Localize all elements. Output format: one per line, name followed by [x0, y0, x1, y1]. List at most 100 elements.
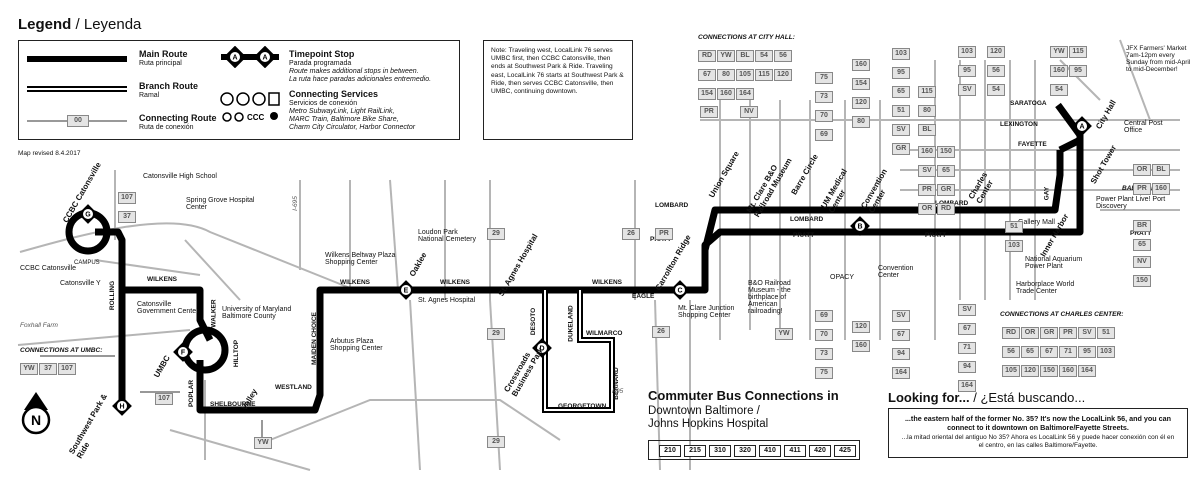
- city-hall-connections-title: CONNECTIONS AT CITY HALL:: [698, 34, 795, 41]
- place-bo-museum: B&O Railroad Museum - the birthplace of …: [748, 280, 791, 315]
- route-box: 51: [1097, 327, 1115, 339]
- street-rolling: ROLLING: [109, 280, 117, 311]
- caton-connection: 29: [487, 222, 506, 241]
- commuter-route: 320: [734, 445, 756, 457]
- route-box: 103: [1097, 346, 1115, 358]
- place-umbc-university: University of Maryland Baltimore County: [222, 306, 292, 320]
- route-box: 160: [717, 88, 735, 100]
- route-box: 94: [958, 361, 976, 373]
- place-central-post: Central Post Office: [1124, 120, 1163, 134]
- commuter-route: 215: [684, 445, 706, 457]
- timepoint-G: G: [85, 212, 91, 219]
- commuter-subtitle: Downtown Baltimore /Johns Hopkins Hospit…: [648, 405, 768, 431]
- route-box: RD: [1002, 327, 1020, 339]
- street-pratt-3: PRATT: [925, 232, 947, 239]
- connecting-roads: [17, 39, 1180, 471]
- place-jfx-market: JFX Farmers' Market 7am-12pm every Sunda…: [1126, 45, 1191, 73]
- route-box: 150: [1133, 275, 1151, 287]
- bottom-charles-connections: SV6794164: [892, 304, 910, 380]
- route-box: 95: [892, 67, 910, 79]
- route-box: 54: [987, 84, 1005, 96]
- route-box: 65: [1021, 346, 1039, 358]
- place-arbutus-plaza: Arbutus Plaza Shopping Center: [330, 338, 383, 352]
- commuter-route: 310: [709, 445, 731, 457]
- place-spring-grove: Spring Grove Hospital Center: [186, 197, 255, 211]
- route-box: 103: [892, 48, 910, 60]
- svg-text:N: N: [31, 412, 41, 428]
- bottom-howard-connections: 120160: [852, 315, 870, 353]
- commuter-route: 425: [834, 445, 856, 457]
- route-box: BL: [736, 50, 754, 62]
- place-harborplace: Harborplace World Trade Center: [1016, 281, 1075, 295]
- route-box: GR: [937, 184, 955, 196]
- route-box: PR: [700, 106, 718, 118]
- street-pratt-4: PRATT: [1130, 230, 1152, 237]
- looking-for-text-es: ...la mitad oriental del antiguo No 35? …: [901, 434, 1175, 449]
- route-box: YW: [254, 437, 272, 449]
- paca-connections: 16015412080: [852, 53, 870, 129]
- route-box: BR: [1133, 220, 1151, 232]
- timepoint-note: Route makes additional stops in between.: [289, 68, 419, 75]
- main-route-swatch: [27, 56, 127, 62]
- road-i695: I-695: [291, 196, 299, 211]
- connecting-services-label-es: Servicios de conexión: [289, 100, 358, 107]
- route-box: 103: [958, 46, 976, 58]
- svg-text:A: A: [232, 55, 237, 62]
- route-box: 73: [815, 91, 833, 103]
- route-box: 107: [155, 393, 173, 405]
- route-box: 65: [937, 165, 955, 177]
- mlk-connections: 75737069: [815, 66, 833, 142]
- route-box: 120: [987, 46, 1005, 58]
- route-box: 105: [736, 69, 754, 81]
- route-box: 164: [958, 380, 976, 392]
- timepoint-H: H: [119, 404, 124, 411]
- place-convention-center: Convention Center: [878, 265, 914, 279]
- route-box: 115: [918, 86, 936, 98]
- route-box: 56: [1002, 346, 1020, 358]
- route-box: 115: [1069, 46, 1087, 58]
- charles-lower-connections: 51103: [1005, 215, 1023, 253]
- route-box: 160: [852, 59, 870, 71]
- main-route-label: Main Route: [139, 49, 188, 59]
- timepoint-C: C: [677, 288, 682, 295]
- main-route-label-es: Ruta principal: [139, 60, 182, 67]
- connecting-services-icons: CCC: [220, 92, 280, 122]
- timepoint-note-es: La ruta hace paradas adicionales entreme…: [289, 76, 432, 83]
- yw-bottom-connection: YW: [254, 431, 273, 450]
- route-box: 69: [815, 310, 833, 322]
- pr-pratt-connection: PR: [655, 222, 674, 241]
- route-box: 69: [815, 129, 833, 141]
- route-box: 71: [958, 342, 976, 354]
- route-box: 154: [698, 88, 716, 100]
- route-box: 95: [1069, 65, 1087, 77]
- street-georgetown: GEORGETOWN: [558, 403, 607, 410]
- pratt-right-connections: NV 150: [1133, 250, 1151, 288]
- place-opacy: OPACY: [830, 274, 854, 281]
- route-box: SV: [892, 124, 910, 136]
- route-box: YW: [775, 328, 793, 340]
- connector-lines: [40, 355, 263, 440]
- route-box: 54: [755, 50, 773, 62]
- eagle-connection: 26: [652, 320, 671, 339]
- route-box: 150: [1040, 365, 1058, 377]
- route-box: 95: [1078, 346, 1096, 358]
- route-box: NV: [1133, 256, 1151, 268]
- route-box: OR: [918, 203, 936, 215]
- route-box: 105: [1002, 365, 1020, 377]
- route-box: 26: [652, 326, 670, 338]
- route-box: 160: [852, 340, 870, 352]
- route-box: 115: [755, 69, 773, 81]
- route-box: YW: [20, 363, 38, 375]
- route-box: SV: [958, 304, 976, 316]
- route-box: YW: [1050, 46, 1068, 58]
- street-lombard-1: LOMBARD: [655, 202, 689, 209]
- route-box: 103: [1005, 240, 1023, 252]
- svg-text:CCC: CCC: [247, 113, 265, 122]
- bottom-paca-connections: 69707375: [815, 304, 833, 380]
- note-box: Note: Traveling west, LocalLink 76 serve…: [483, 40, 633, 140]
- commuter-route: 210: [659, 445, 681, 457]
- route-box: PR: [1133, 183, 1151, 195]
